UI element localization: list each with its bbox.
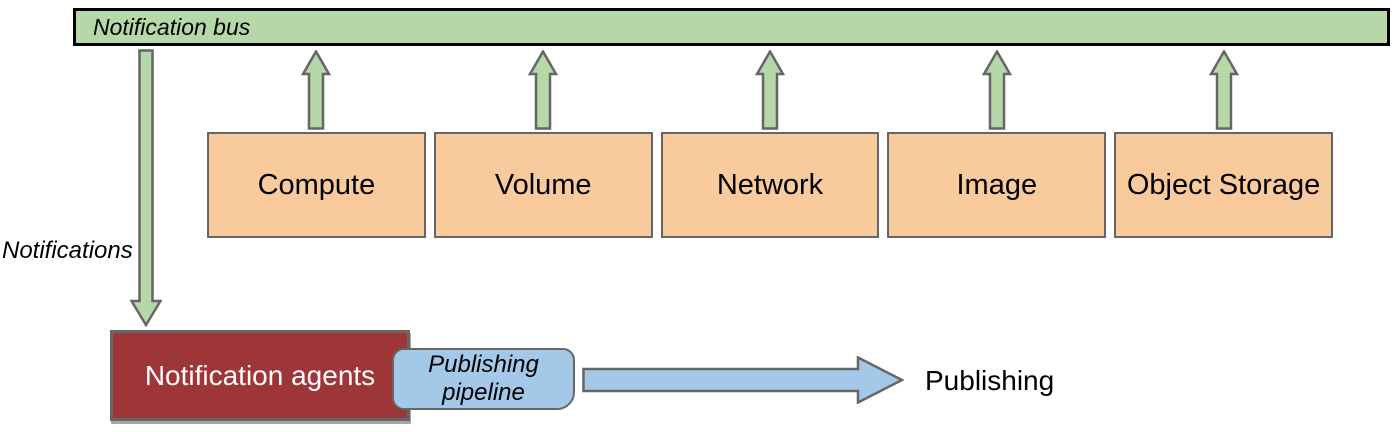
notification-bus-label: Notification bus bbox=[93, 13, 251, 40]
publishing-pipeline-box: Publishing pipeline bbox=[392, 348, 575, 410]
up-arrow-icon bbox=[981, 50, 1012, 130]
service-box-compute: Compute bbox=[207, 132, 426, 238]
service-box-object-storage: Object Storage bbox=[1114, 132, 1333, 238]
service-compute: Compute bbox=[207, 50, 426, 238]
service-volume: Volume bbox=[433, 50, 653, 238]
publishing-right-arrow-icon bbox=[582, 356, 904, 404]
up-arrow-icon bbox=[754, 50, 785, 130]
up-arrow-icon bbox=[1208, 50, 1239, 130]
up-arrow-icon bbox=[528, 50, 559, 130]
service-box-network: Network bbox=[660, 132, 880, 238]
service-box-volume: Volume bbox=[433, 132, 653, 238]
notifications-down-arrow-icon bbox=[130, 49, 162, 327]
notifications-label: Notifications bbox=[2, 237, 133, 264]
publishing-label: Publishing bbox=[925, 365, 1055, 396]
service-object-storage: Object Storage bbox=[1114, 50, 1333, 238]
service-box-object-storage: Image bbox=[887, 132, 1107, 238]
service-image: Image bbox=[887, 50, 1107, 238]
up-arrow-icon bbox=[301, 50, 332, 130]
notification-bus-bar: Notification bus bbox=[73, 8, 1390, 46]
notification-agents-label: Notification agents bbox=[144, 359, 376, 391]
service-network: Network bbox=[660, 50, 880, 238]
publishing-pipeline-label: Publishing pipeline bbox=[428, 351, 539, 406]
notification-agents-box: Notification agents bbox=[110, 330, 410, 421]
services-row: Compute Volume Network Image Object Stor… bbox=[207, 50, 1333, 238]
